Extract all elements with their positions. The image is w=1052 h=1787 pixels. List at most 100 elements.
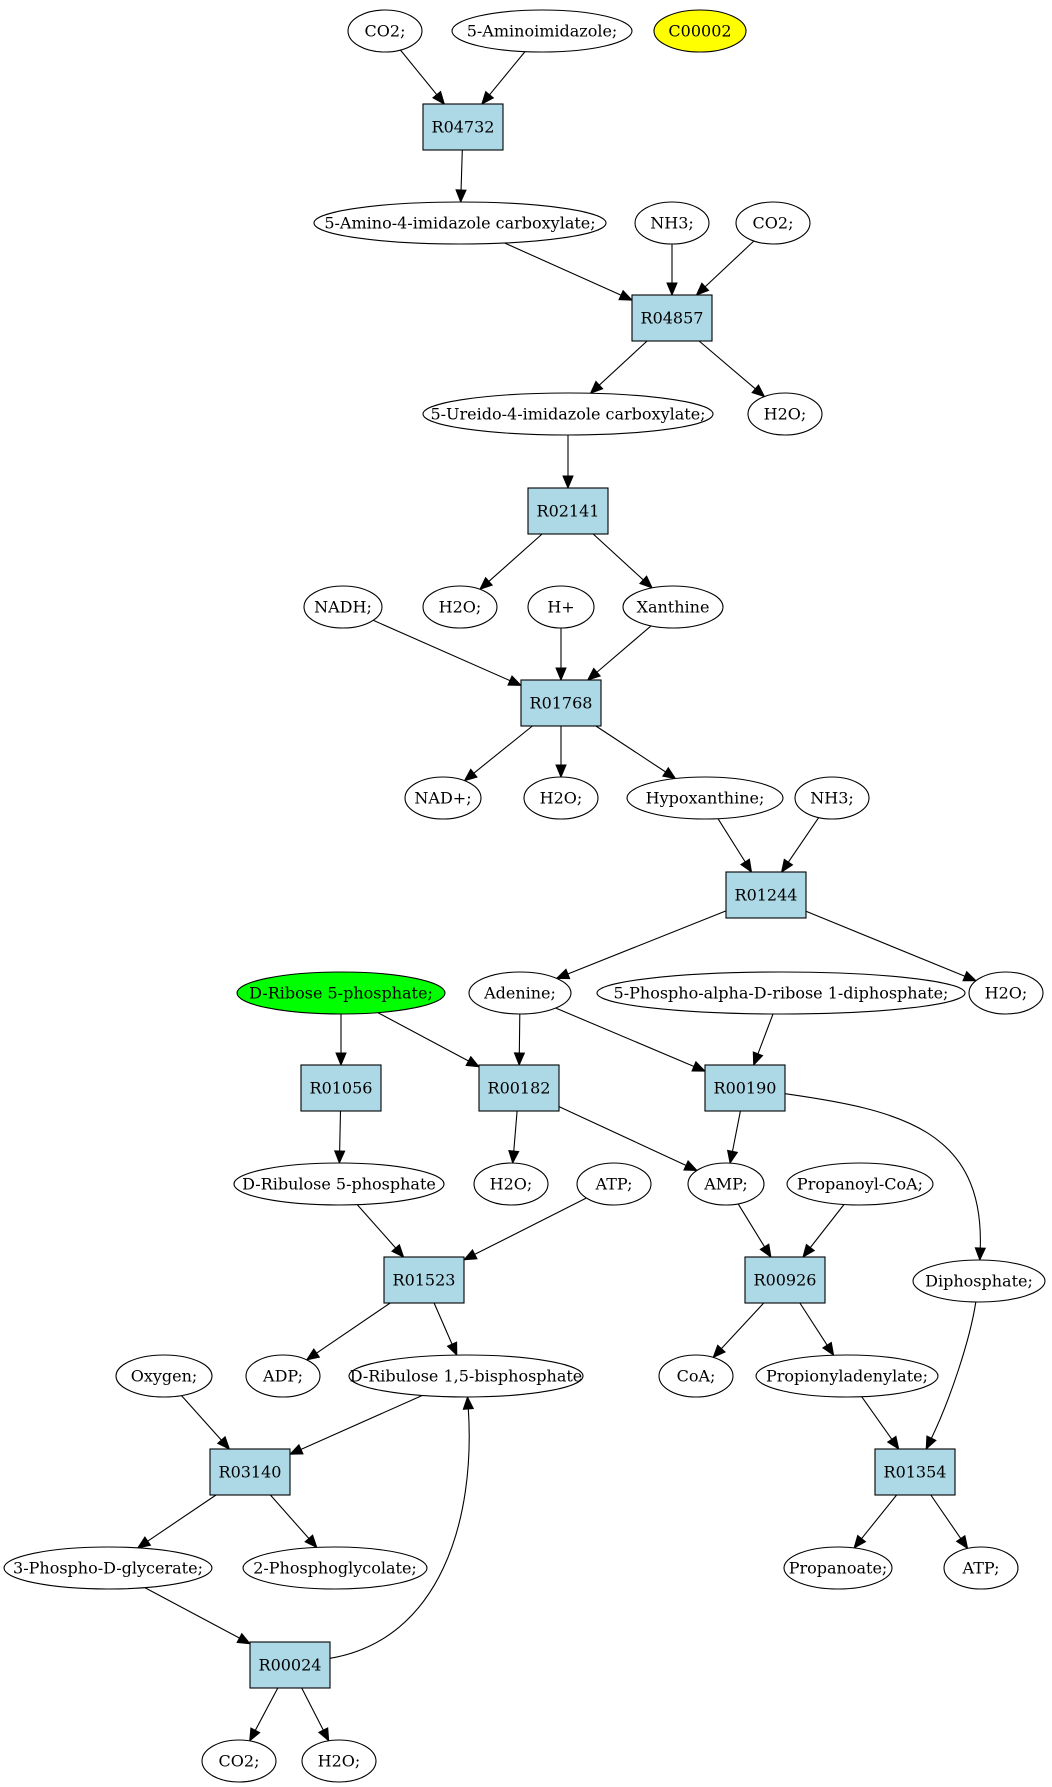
edge-line <box>595 725 668 774</box>
edge-line <box>784 1093 981 1251</box>
arrowhead <box>739 858 753 874</box>
compound-node-nadplus[interactable]: NAD+; <box>404 776 482 820</box>
compound-ellipse <box>576 1162 652 1206</box>
compound-node-hplus[interactable]: H+ <box>527 585 595 629</box>
compound-node-adp[interactable]: ADP; <box>245 1354 321 1398</box>
reaction-node-R01768[interactable]: R01768 <box>520 679 602 727</box>
reaction-node-R04732[interactable]: R04732 <box>422 103 504 151</box>
compound-name-label: NADH; <box>314 598 372 617</box>
compound-node-propionyladenylate[interactable]: Propionyladenylate; <box>755 1354 939 1398</box>
compound-node-amp[interactable]: AMP; <box>687 1162 765 1206</box>
edge-propanoylcoa-to-R00926 <box>802 1204 845 1259</box>
compound-node-nadh[interactable]: NADH; <box>303 585 383 629</box>
compound-node-nh3-1[interactable]: NH3; <box>634 201 710 245</box>
reaction-node-R00190[interactable]: R00190 <box>704 1064 786 1112</box>
arrowhead <box>925 1435 937 1451</box>
compound-node-atp-1[interactable]: ATP; <box>576 1162 652 1206</box>
compound-node-h2o-1[interactable]: H2O; <box>747 392 823 436</box>
edge-line <box>930 1494 963 1541</box>
compound-ellipse <box>313 201 607 245</box>
compound-node-h2o-3[interactable]: H2O; <box>523 776 599 820</box>
arrowhead <box>691 1060 707 1072</box>
compound-node-atp-2[interactable]: ATP; <box>943 1546 1019 1590</box>
reaction-node-R00024[interactable]: R00024 <box>249 1641 331 1689</box>
compound-node-xanthine[interactable]: Xanthine <box>622 585 724 629</box>
compound-node-co2-1[interactable]: CO2; <box>347 9 423 53</box>
edge-R03140-to-phosphoglycolate <box>269 1494 318 1549</box>
reaction-id-label: R00024 <box>259 1656 322 1675</box>
compound-node-diphosphate[interactable]: Diphosphate; <box>912 1259 1046 1303</box>
arrowhead <box>335 1052 347 1067</box>
compound-node-hypoxanthine[interactable]: Hypoxanthine; <box>626 776 784 820</box>
edge-R02141-to-h2o-2 <box>478 533 543 591</box>
compound-node-nh3-2[interactable]: NH3; <box>794 776 870 820</box>
reaction-id-label: R01768 <box>530 694 593 713</box>
compound-node-amino-carbox[interactable]: 5-Amino-4-imidazole carboxylate; <box>313 201 607 245</box>
reaction-node-R01244[interactable]: R01244 <box>725 871 807 919</box>
compound-node-co2-2[interactable]: CO2; <box>735 201 811 245</box>
reaction-node-R01056[interactable]: R01056 <box>300 1064 382 1112</box>
edge-line <box>565 910 727 976</box>
reaction-id-label: R03140 <box>219 1463 282 1482</box>
edge-line <box>595 625 652 674</box>
compound-node-ribulosebisp[interactable]: D-Ribulose 1,5-bisphosphate <box>348 1354 584 1398</box>
arrowhead <box>555 764 567 779</box>
arrowhead <box>462 1249 478 1261</box>
compound-ellipse <box>242 1546 428 1590</box>
compound-name-label: ATP; <box>962 1559 1000 1578</box>
edge-line <box>356 1204 398 1250</box>
compound-node-ribose5p[interactable]: D-Ribose 5-phosphate; <box>236 971 446 1015</box>
compound-node-coa[interactable]: CoA; <box>658 1354 734 1398</box>
edge-R00182-to-h2o-5 <box>508 1110 520 1165</box>
compound-node-co2-3[interactable]: CO2; <box>201 1739 277 1783</box>
compound-name-label: D-Ribulose 5-phosphate <box>242 1175 436 1194</box>
compound-node-propanoylcoa[interactable]: Propanoyl-CoA; <box>786 1162 934 1206</box>
compound-node-prpp[interactable]: 5-Phospho-alpha-D-ribose 1-diphosphate; <box>596 971 966 1015</box>
compound-node-h2o-4[interactable]: H2O; <box>968 971 1044 1015</box>
compound-node-h2o-2[interactable]: H2O; <box>422 585 498 629</box>
reaction-node-R01523[interactable]: R01523 <box>383 1256 465 1304</box>
edge-line <box>253 1687 279 1733</box>
arrowhead <box>666 282 678 297</box>
reaction-node-R03140[interactable]: R03140 <box>209 1448 291 1496</box>
compound-node-adenine[interactable]: Adenine; <box>468 971 572 1015</box>
compound-ellipse <box>348 1354 584 1398</box>
compound-node-propanoate[interactable]: Propanoate; <box>783 1546 893 1590</box>
compound-node-phosphoglycerate[interactable]: 3-Phospho-D-glycerate; <box>3 1546 213 1590</box>
edge-line <box>504 242 624 297</box>
edge-R03140-to-phosphoglycerate <box>136 1494 217 1549</box>
reaction-node-R00182[interactable]: R00182 <box>478 1064 560 1112</box>
arrowhead <box>802 1243 816 1259</box>
edge-line <box>339 1110 342 1154</box>
arrowhead <box>136 1536 152 1549</box>
edge-prpp-to-R00190 <box>752 1013 774 1067</box>
edge-line <box>592 533 646 582</box>
compound-node-h2o-6[interactable]: H2O; <box>301 1739 377 1783</box>
reaction-box <box>631 294 713 342</box>
edge-line <box>269 1494 311 1541</box>
reaction-node-R02141[interactable]: R02141 <box>527 487 609 535</box>
reaction-box <box>527 487 609 535</box>
compound-ellipse <box>687 1162 765 1206</box>
compound-node-h2o-5[interactable]: H2O; <box>473 1162 549 1206</box>
compound-name-label: 2-Phosphoglycolate; <box>253 1559 417 1578</box>
reaction-box <box>874 1448 956 1496</box>
compound-node-phosphoglycolate[interactable]: 2-Phosphoglycolate; <box>242 1546 428 1590</box>
edge-R00024-to-co2-3 <box>249 1687 279 1743</box>
compound-node-ureido-carbox[interactable]: 5-Ureido-4-imidazole carboxylate; <box>422 392 714 436</box>
reaction-node-R00926[interactable]: R00926 <box>744 1256 826 1304</box>
reaction-id-label: R01056 <box>310 1079 373 1098</box>
reaction-node-R04857[interactable]: R04857 <box>631 294 713 342</box>
edge-line <box>372 619 513 682</box>
compound-node-oxygen[interactable]: Oxygen; <box>115 1354 213 1398</box>
compound-node-aminoimidazole[interactable]: 5-Aminoimidazole; <box>451 9 633 53</box>
compound-name-label: H+ <box>547 598 574 617</box>
edge-xanthine-to-R01768 <box>586 625 652 681</box>
edge-hplus-to-R01768 <box>555 628 567 682</box>
compound-node-ribulose5p[interactable]: D-Ribulose 5-phosphate <box>233 1162 445 1206</box>
compound-node-c00002[interactable]: C00002 <box>653 9 747 53</box>
reaction-node-R01354[interactable]: R01354 <box>874 1448 956 1496</box>
edge-R00190-to-diphosphate <box>784 1093 987 1262</box>
compound-name-label: H2O; <box>439 598 482 617</box>
edge-line <box>400 49 439 97</box>
